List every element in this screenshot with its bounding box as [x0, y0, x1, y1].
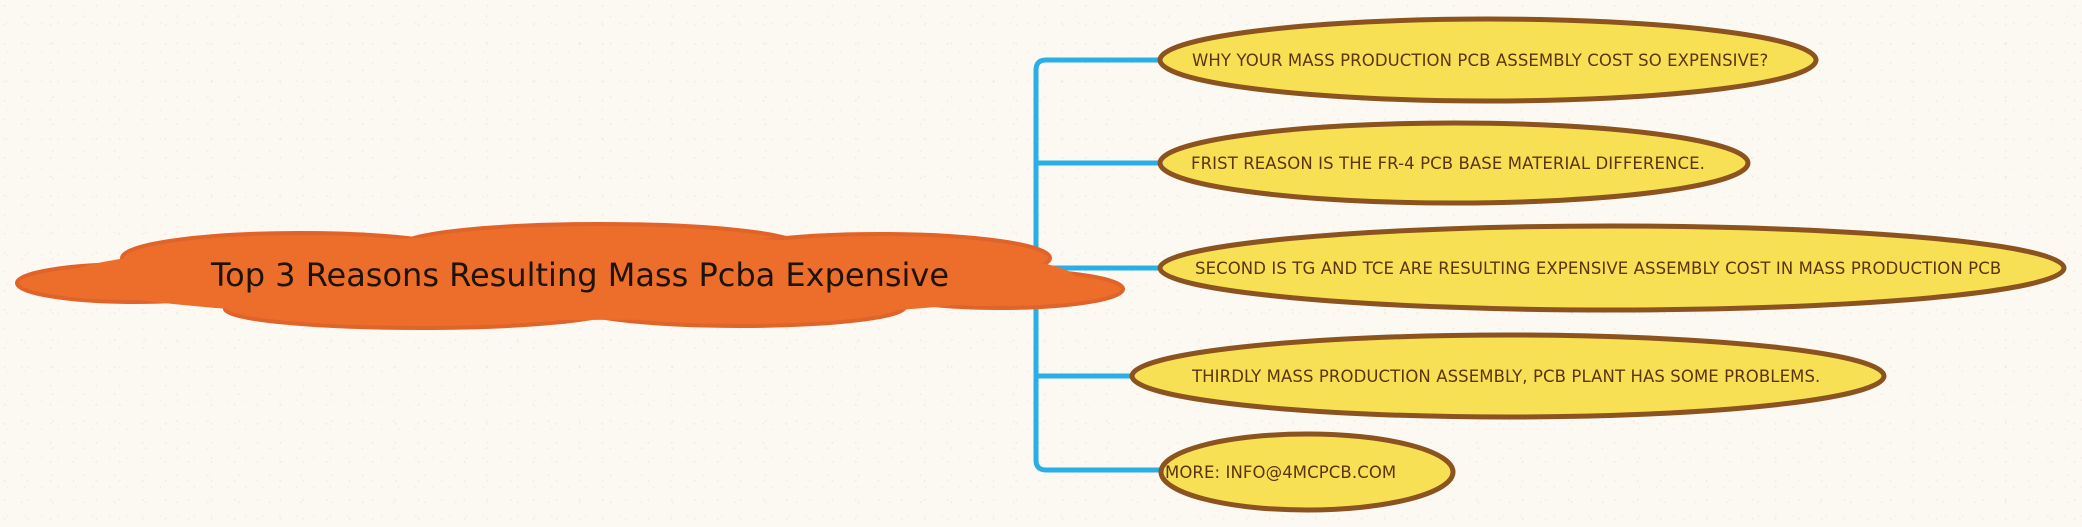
topic-node-3[interactable]: SECOND IS TG AND TCE ARE RESULTING EXPEN…: [1157, 223, 2067, 313]
topic-node-4[interactable]: THIRDLY MASS PRODUCTION ASSEMBLY, PCB PL…: [1129, 332, 1887, 420]
topic-node-2-shape: [1157, 120, 1751, 206]
central-cloud-fill: [65, 236, 1075, 320]
central-topic[interactable]: Top 3 Reasons Resulting Mass Pcba Expens…: [15, 222, 1125, 330]
topic-node-1[interactable]: WHY YOUR MASS PRODUCTION PCB ASSEMBLY CO…: [1157, 16, 1819, 104]
topic-node-4-shape: [1129, 332, 1887, 420]
topic-node-3-label: SECOND IS TG AND TCE ARE RESULTING EXPEN…: [1195, 259, 2001, 278]
topic-node-4-label: THIRDLY MASS PRODUCTION ASSEMBLY, PCB PL…: [1191, 367, 1820, 386]
topic-node-5[interactable]: MORE: INFO@4MCPCB.COM: [1158, 431, 1456, 513]
connector-branch-1: [1033, 57, 1166, 473]
connector-lines: [1033, 57, 1166, 473]
topic-node-1-label: WHY YOUR MASS PRODUCTION PCB ASSEMBLY CO…: [1192, 51, 1768, 70]
topic-node-5-shape: [1158, 431, 1456, 513]
topic-node-2[interactable]: FRIST REASON IS THE FR-4 PCB BASE MATERI…: [1157, 120, 1751, 206]
topic-node-3-shape: [1157, 223, 2067, 313]
central-topic-label: Top 3 Reasons Resulting Mass Pcba Expens…: [210, 256, 949, 294]
topic-node-1-shape: [1157, 16, 1819, 104]
topic-node-2-label: FRIST REASON IS THE FR-4 PCB BASE MATERI…: [1191, 154, 1705, 173]
topic-node-5-label: MORE: INFO@4MCPCB.COM: [1165, 463, 1396, 482]
